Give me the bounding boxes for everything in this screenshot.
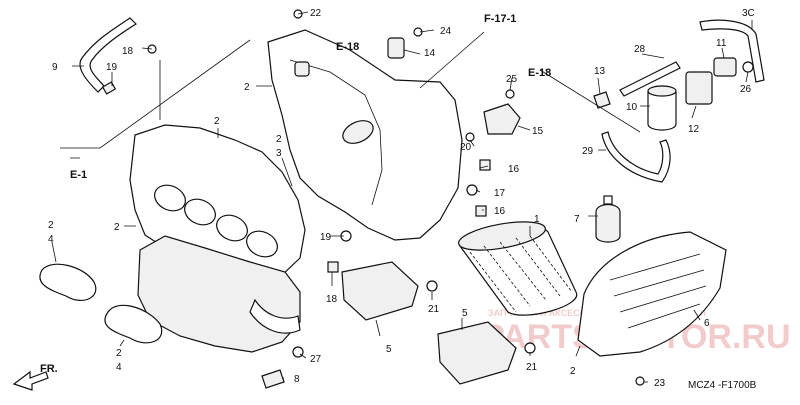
air-filter-pleats (469, 235, 573, 313)
label-4-gasket-upper: 4 (48, 234, 54, 245)
housing-funnel (342, 120, 374, 144)
ref-leader-lines (60, 31, 641, 159)
clip-16b (475, 205, 487, 217)
ref-front: FR. (40, 363, 58, 375)
label-2-stack: 2 (276, 134, 282, 145)
label-2-housing: 2 (244, 82, 250, 93)
insulator-upper (341, 261, 419, 321)
gasket-left-lower (104, 304, 163, 344)
hose-3c (699, 19, 765, 83)
gasket-left-upper (39, 263, 97, 301)
cap-26 (742, 61, 754, 73)
throat-3 (216, 214, 248, 242)
insulator-lower (437, 321, 517, 385)
label-24: 24 (440, 26, 452, 37)
label-14: 14 (424, 48, 436, 59)
label-18-top: 18 (122, 46, 134, 57)
label-5-upper: 5 (386, 344, 392, 355)
throat-4 (246, 230, 278, 258)
label-2-cover-right: 2 (570, 366, 576, 377)
ref-f-17-1: F-17-1 (484, 13, 516, 25)
throat-2 (184, 198, 216, 226)
valve-7 (595, 203, 621, 243)
label-10: 10 (626, 102, 638, 113)
air-cleaner-cover-right (577, 231, 727, 357)
bolt-25 (505, 89, 515, 99)
cover-right-ribs (609, 253, 707, 329)
label-9: 9 (52, 62, 58, 73)
label-2-cover: 2 (214, 116, 220, 127)
sensor-14 (387, 37, 405, 59)
label-8: 8 (294, 374, 300, 385)
label-7: 7 (574, 214, 580, 225)
label-21-upper: 21 (428, 304, 440, 315)
air-filter-top (458, 221, 546, 251)
housing-inner-wall (289, 59, 383, 206)
label-2-gasket-upper: 2 (48, 220, 54, 231)
leader-lines (51, 11, 753, 383)
hose-clip (101, 81, 117, 95)
label-19-top: 19 (106, 62, 118, 73)
front-arrow-icon (12, 370, 49, 391)
housing-port (294, 61, 310, 77)
throat-1 (154, 184, 186, 212)
label-23: 23 (654, 378, 666, 389)
label-6: 6 (704, 318, 710, 329)
label-11: 11 (716, 38, 727, 49)
label-18-lower: 18 (326, 294, 338, 305)
bolt-23 (635, 376, 645, 386)
air-box-duct (249, 298, 301, 334)
label-22: 22 (310, 8, 322, 19)
label-5-lower: 5 (462, 308, 468, 319)
screw-21b (524, 342, 536, 354)
label-25: 25 (506, 74, 518, 85)
clip-16a (479, 159, 491, 171)
label-26: 26 (740, 84, 752, 95)
oring-20 (465, 132, 475, 142)
hose-29 (601, 131, 671, 183)
label-17: 17 (494, 188, 506, 199)
label-21-lower: 21 (526, 362, 538, 373)
clip-18b (327, 261, 339, 273)
label-28: 28 (634, 44, 646, 55)
label-3c: 3C (742, 8, 755, 19)
valve-15 (483, 103, 521, 135)
label-1: 1 (534, 214, 540, 225)
label-29: 29 (582, 146, 594, 157)
part-code: MCZ4 -F1700B (688, 380, 757, 391)
label-19-lower: 19 (320, 232, 332, 243)
label-2-left: 2 (114, 222, 120, 233)
screw-21a (426, 280, 438, 292)
label-12: 12 (688, 124, 700, 135)
label-27: 27 (310, 354, 322, 365)
canister-10-top (647, 85, 677, 97)
fitting-11 (713, 57, 737, 77)
ref-e-1: E-1 (70, 169, 87, 181)
label-13: 13 (594, 66, 606, 77)
clip-27 (292, 346, 304, 358)
label-20: 20 (460, 142, 472, 153)
bracket-8 (261, 369, 285, 389)
bolt-17 (466, 184, 478, 196)
label-16-lower: 16 (494, 206, 506, 217)
label-15: 15 (532, 126, 544, 137)
label-3-stack: 3 (276, 148, 282, 159)
label-2-gasket-lower: 2 (116, 348, 122, 359)
label-4-gasket-lower: 4 (116, 362, 122, 373)
hose-28 (619, 61, 681, 97)
pulse-valve-12 (685, 71, 713, 105)
ref-e-18-right: E-18 (528, 67, 551, 79)
label-16-upper: 16 (508, 164, 520, 175)
connector-13 (593, 91, 611, 109)
ref-e-18-top: E-18 (336, 41, 359, 53)
valve-7-stem (603, 195, 613, 205)
